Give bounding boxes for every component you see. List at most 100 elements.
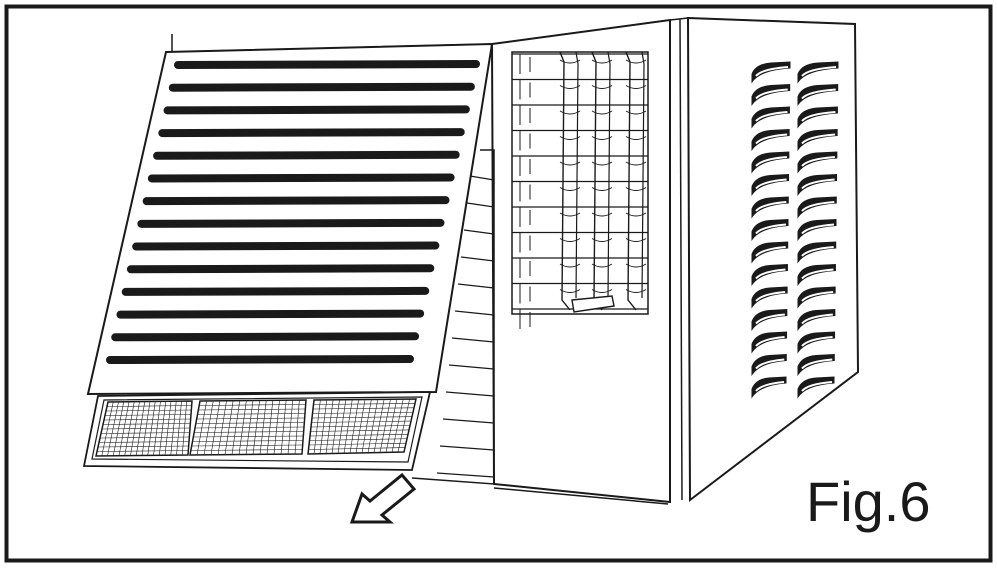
- coil-bend: [625, 263, 647, 268]
- inner-slat-line: [457, 283, 495, 289]
- side-louver-highlight: [801, 178, 835, 190]
- grille-slat: [111, 332, 420, 342]
- filter-mesh-line: [310, 429, 410, 432]
- coil-bend: [559, 110, 581, 115]
- filter-mesh-line: [313, 403, 416, 405]
- coil-bend: [559, 263, 581, 268]
- filter-mesh-line: [105, 409, 192, 412]
- side-louver-highlight: [801, 111, 836, 122]
- filter-mesh-line: [194, 426, 305, 429]
- grille-slat: [137, 218, 445, 228]
- inner-slat-line: [436, 472, 495, 478]
- coil-bend: [625, 187, 647, 191]
- coil-bend: [591, 263, 613, 268]
- coil-tube: [625, 51, 637, 311]
- inner-slat-line: [460, 256, 495, 262]
- filter-inner-frame: [91, 396, 423, 463]
- side-louver-highlight: [755, 381, 785, 392]
- filter-mesh-line: [198, 408, 306, 411]
- coil-bend: [559, 212, 581, 217]
- side-louver-highlight: [755, 111, 788, 122]
- side-louver-highlight: [801, 381, 833, 392]
- side-louver-highlight: [801, 156, 835, 167]
- inner-slat-line: [442, 418, 495, 424]
- grille-slat: [121, 286, 430, 296]
- coil-bend: [591, 238, 613, 242]
- inner-slat-line: [466, 202, 495, 208]
- filter-mesh-line: [103, 418, 191, 421]
- coil-tube: [607, 51, 611, 299]
- coil-outline: [511, 51, 649, 315]
- side-louver-highlight: [755, 66, 789, 77]
- inner-slats: [436, 175, 495, 478]
- coil-bend: [591, 85, 613, 89]
- side-louver-highlight: [801, 201, 835, 212]
- filter-mesh-line: [102, 423, 191, 425]
- front-bottom-trim: [493, 487, 669, 505]
- side-louver-highlight: [801, 66, 837, 77]
- filter-mesh-line: [192, 440, 304, 442]
- coil-tube: [559, 51, 571, 311]
- filter-mesh-line: [195, 422, 305, 424]
- inner-slat-line: [454, 310, 495, 316]
- coil-bend: [625, 212, 647, 217]
- figure-label: Fig.6: [806, 470, 931, 533]
- grille-slat: [163, 105, 470, 115]
- coil-bend: [591, 59, 613, 64]
- side-louver-highlight: [755, 201, 787, 212]
- evaporator-coil: [511, 51, 649, 329]
- coil-tube: [641, 51, 645, 299]
- filter-mesh-line: [309, 438, 408, 441]
- filter-mesh-line: [312, 411, 414, 414]
- filter-mesh-line: [96, 450, 189, 452]
- filter-mesh-line: [196, 417, 305, 420]
- removal-arrow-icon: [349, 472, 417, 524]
- inner-slat-line: [463, 229, 495, 235]
- filter-mesh-line: [97, 445, 189, 448]
- inner-slat-line: [439, 445, 495, 451]
- coil-bend: [625, 59, 647, 64]
- side-louver-highlight: [755, 88, 788, 100]
- grille-slat: [126, 264, 435, 274]
- filter-mesh-line: [99, 436, 190, 439]
- side-louver-highlight: [755, 358, 785, 370]
- coil-bend: [559, 187, 581, 191]
- filter-mesh-line: [308, 442, 407, 446]
- filter-mesh-line: [106, 405, 192, 407]
- inner-slat-line: [445, 391, 495, 397]
- side-louver-highlight: [755, 178, 787, 190]
- coil-bend: [591, 212, 613, 217]
- coil-bend: [559, 59, 581, 64]
- coil-bend: [591, 289, 613, 293]
- grille-slat: [147, 173, 455, 183]
- side-louver-highlight: [801, 133, 836, 145]
- grille-slat: [168, 82, 475, 92]
- filter-mesh-line: [311, 420, 412, 423]
- filter-mesh-line: [312, 407, 415, 410]
- side-louver-highlight: [801, 313, 833, 325]
- coil-drain-tab: [571, 295, 615, 313]
- figure-border: [4, 4, 993, 563]
- coil-bend: [559, 161, 581, 166]
- side-louver-highlight: [755, 336, 785, 347]
- filter-mesh-line: [311, 416, 413, 419]
- grille-slat: [158, 128, 465, 138]
- coil-bend: [625, 238, 647, 242]
- coil-bend: [625, 161, 647, 166]
- filter-mesh-line: [308, 447, 406, 450]
- coil-bend: [559, 85, 581, 89]
- filter-mesh-line: [100, 432, 190, 434]
- coil-bend: [625, 289, 647, 293]
- inner-slat-line: [469, 175, 495, 181]
- side-louver-highlight: [755, 223, 787, 235]
- coil-bend: [625, 136, 647, 140]
- filter-mesh-line: [104, 414, 192, 416]
- filter-panels: [95, 398, 417, 457]
- side-louver-highlight: [801, 223, 835, 235]
- coil-bend: [591, 161, 613, 166]
- inner-slat-frame: [411, 149, 495, 485]
- coil-bend: [591, 136, 613, 140]
- side-louver-highlight: [801, 88, 836, 100]
- side-louver-highlight: [755, 133, 788, 145]
- side-louver-highlight: [755, 156, 787, 167]
